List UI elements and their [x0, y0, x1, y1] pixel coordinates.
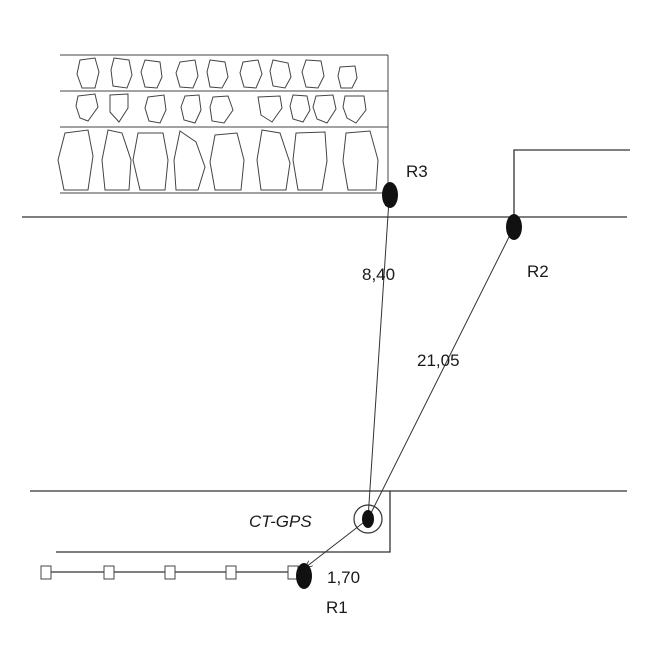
stone: [342, 130, 379, 191]
distance-line-r2: [367, 229, 513, 520]
stone: [76, 57, 100, 89]
stone: [289, 94, 311, 123]
stone: [312, 94, 337, 124]
stone: [206, 59, 229, 89]
stone: [180, 94, 202, 124]
distance-label-r1: 1,70: [327, 568, 360, 587]
stone: [110, 57, 133, 89]
stone: [144, 94, 167, 124]
stone: [57, 129, 94, 191]
control-point-r3: [382, 182, 398, 208]
stone: [269, 59, 292, 89]
control-point-r1: [296, 563, 312, 589]
fence-post: [40, 565, 52, 580]
stone: [337, 65, 358, 89]
label-r1: R1: [326, 598, 348, 617]
base-enclosure: [56, 491, 391, 553]
building-outline: [513, 149, 630, 217]
stone: [173, 130, 206, 191]
label-base-station: CT-GPS: [249, 512, 312, 531]
fence: [40, 565, 299, 580]
label-r3: R3: [406, 162, 428, 181]
fence-post: [225, 565, 237, 580]
stone: [239, 59, 263, 89]
stone: [256, 129, 291, 191]
stone: [109, 93, 129, 123]
stone: [132, 132, 169, 191]
base-station-ring: [353, 504, 383, 534]
label-r2: R2: [527, 262, 549, 281]
stone: [301, 59, 325, 89]
stone: [75, 93, 99, 122]
stone-wall: [57, 54, 389, 194]
base-station-point: [362, 510, 374, 528]
stone: [342, 95, 367, 124]
stone: [209, 95, 234, 124]
distance-label-r2: 21,05: [417, 351, 460, 370]
fence-post: [103, 565, 115, 580]
stone: [257, 95, 283, 123]
stone: [209, 132, 245, 191]
distance-line-r3: [367, 200, 389, 520]
distance-label-r3: 8,40: [362, 265, 395, 284]
stone: [292, 131, 328, 191]
fence-post: [164, 565, 176, 580]
distance-line-r1: [306, 518, 369, 567]
stone: [101, 129, 132, 191]
stone: [140, 59, 163, 89]
stone: [175, 59, 199, 89]
control-point-r2: [506, 214, 522, 240]
